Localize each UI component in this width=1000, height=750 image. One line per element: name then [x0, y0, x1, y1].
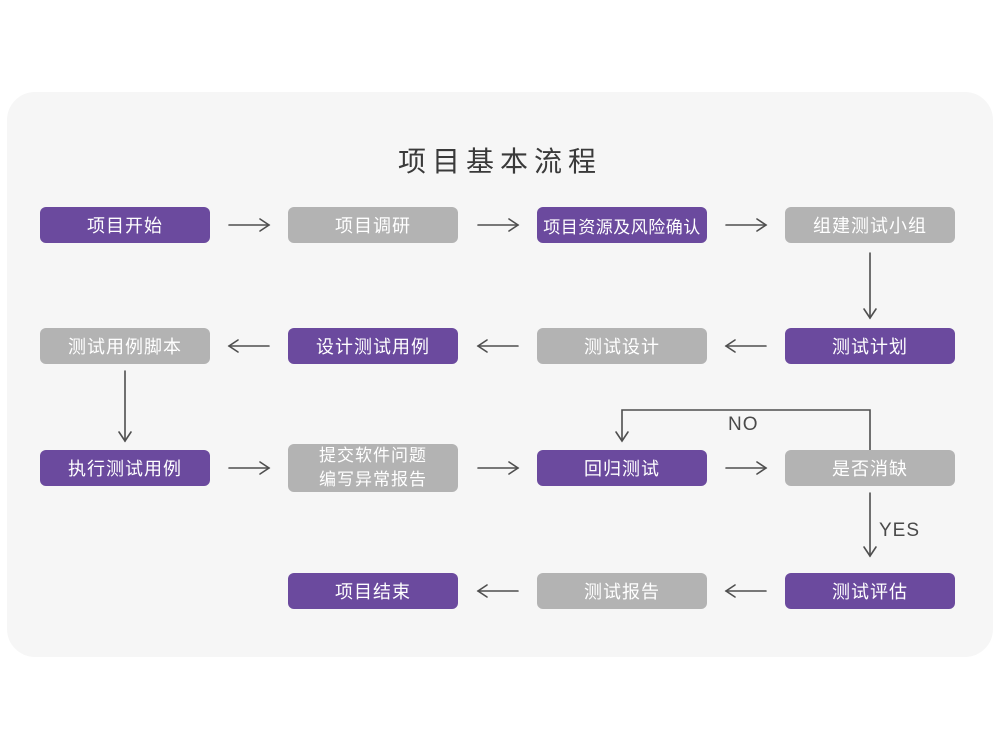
- edge-label-yes: YES: [879, 520, 921, 541]
- node-regression-test: 回归测试: [537, 450, 707, 486]
- node-project-end: 项目结束: [288, 573, 458, 609]
- node-project-start: 项目开始: [40, 207, 210, 243]
- edge-label-no: NO: [728, 414, 759, 435]
- node-test-case-scripts: 测试用例脚本: [40, 328, 210, 364]
- node-test-report: 测试报告: [537, 573, 707, 609]
- node-design-test-cases: 设计测试用例: [288, 328, 458, 364]
- node-project-research: 项目调研: [288, 207, 458, 243]
- flowchart-card: [7, 92, 993, 657]
- node-execute-test-cases: 执行测试用例: [40, 450, 210, 486]
- node-resources-risk: 项目资源及风险确认: [537, 207, 707, 243]
- node-submit-issues-report: 提交软件问题 编写异常报告: [288, 444, 458, 492]
- node-build-test-team: 组建测试小组: [785, 207, 955, 243]
- node-test-design: 测试设计: [537, 328, 707, 364]
- node-defect-cleared: 是否消缺: [785, 450, 955, 486]
- page-title: 项目基本流程: [397, 146, 602, 177]
- node-test-plan: 测试计划: [785, 328, 955, 364]
- node-test-evaluation: 测试评估: [785, 573, 955, 609]
